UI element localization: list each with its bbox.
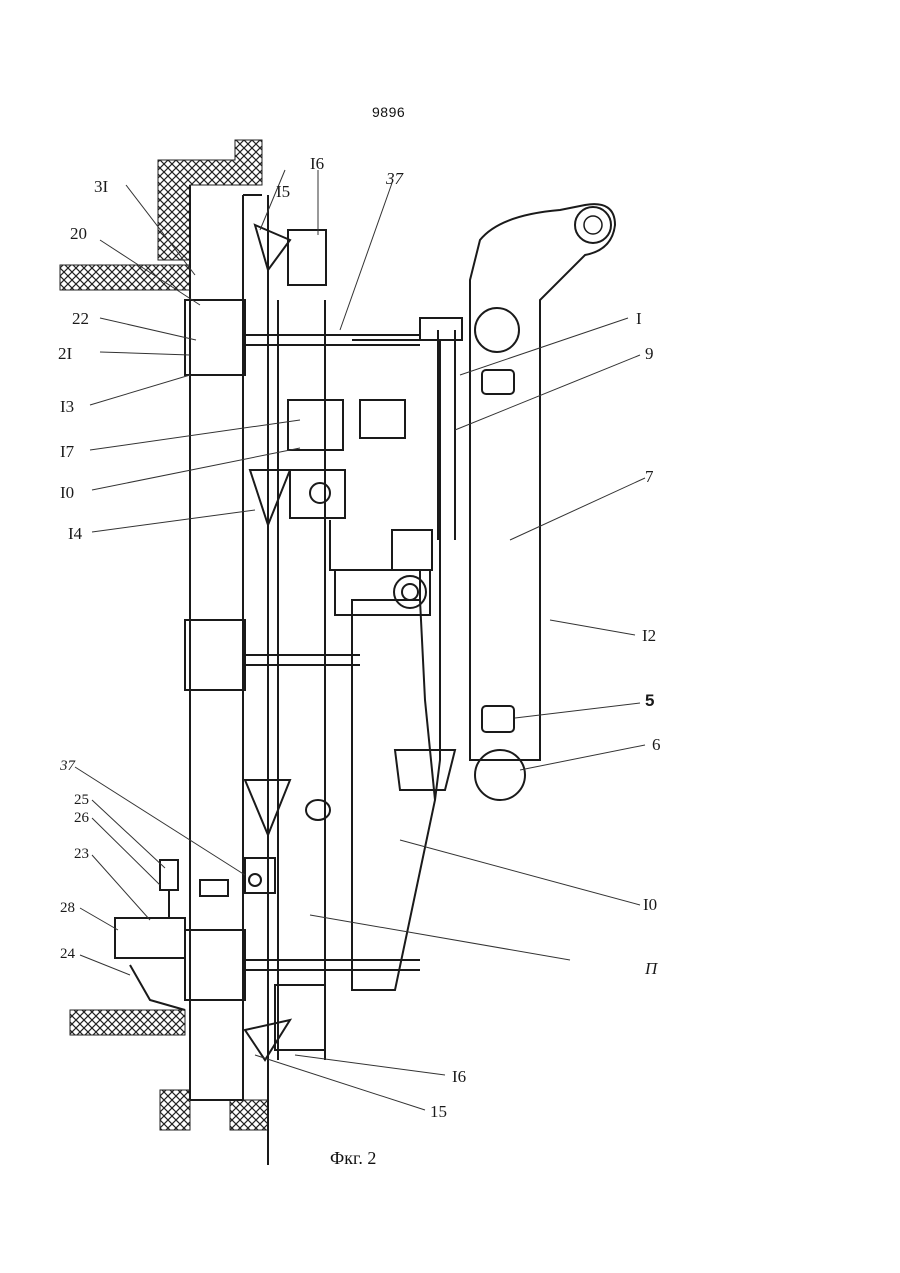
label-16-top: I6 xyxy=(310,155,324,172)
label-14: I4 xyxy=(68,525,82,542)
label-1: I xyxy=(636,310,642,327)
label-6: 6 xyxy=(652,736,661,753)
threaded-rods xyxy=(245,335,420,970)
figure-caption: Фкг. 2 xyxy=(330,1148,376,1169)
label-5: 5 xyxy=(645,692,654,709)
label-21: 2I xyxy=(58,345,72,362)
label-15-top: I5 xyxy=(276,183,290,200)
label-17: I7 xyxy=(60,443,74,460)
lever-arm xyxy=(470,204,615,760)
vertical-frame xyxy=(190,185,325,1165)
roller-5-upper xyxy=(482,370,514,394)
wall-hatching xyxy=(60,140,268,1130)
lower-mechanism xyxy=(245,800,330,1060)
label-24: 24 xyxy=(60,946,75,963)
lower-left-bracket xyxy=(115,860,228,1010)
label-10-upper: I0 xyxy=(60,484,74,501)
label-13: I3 xyxy=(60,398,74,415)
label-12: I2 xyxy=(642,627,656,644)
rod-9 xyxy=(392,318,462,570)
label-37-bottom: 37 xyxy=(60,758,75,775)
label-P: П xyxy=(645,960,657,977)
label-15-bottom: 15 xyxy=(430,1103,447,1120)
roller-5-lower xyxy=(482,706,514,732)
upper-pivot xyxy=(575,207,611,243)
upper-roller xyxy=(475,308,519,352)
label-31: 3I xyxy=(94,178,108,195)
label-22: 22 xyxy=(72,310,89,327)
label-37-top: 37 xyxy=(386,170,403,187)
label-10-lower: I0 xyxy=(643,896,657,913)
label-23: 23 xyxy=(74,846,89,863)
label-9: 9 xyxy=(645,345,654,362)
label-25: 25 xyxy=(74,792,89,809)
lower-pivot-block xyxy=(335,570,430,615)
lower-bracket xyxy=(395,750,455,790)
carriage-body xyxy=(330,520,435,990)
label-7: 7 xyxy=(645,468,654,485)
lower-roller xyxy=(475,750,525,800)
label-20: 20 xyxy=(70,225,87,242)
label-16-bottom: I6 xyxy=(452,1068,466,1085)
label-28: 28 xyxy=(60,900,75,917)
label-26: 26 xyxy=(74,810,89,827)
